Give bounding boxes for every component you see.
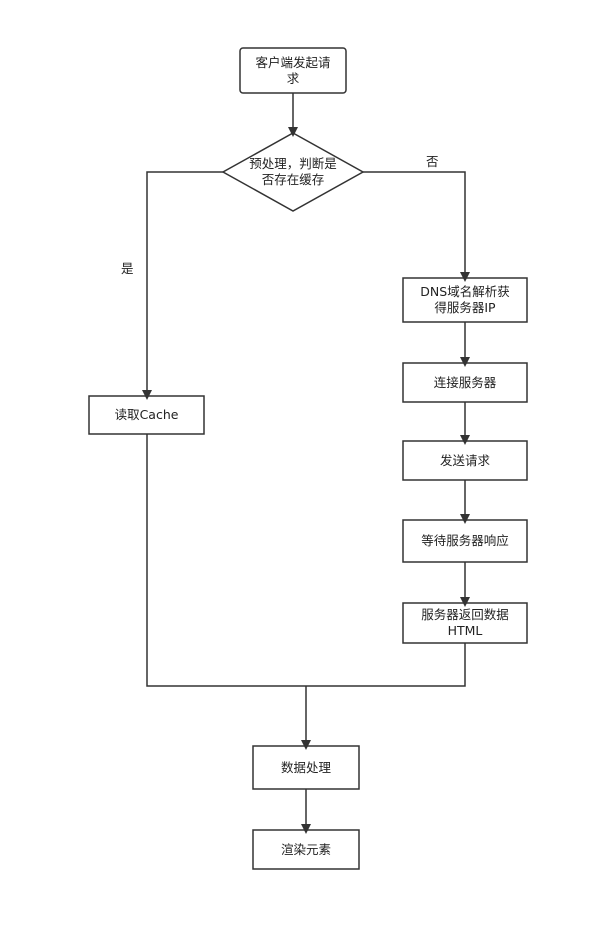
- connect-label: 连接服务器: [433, 374, 497, 390]
- start-label: 客户端发起请 求: [255, 54, 331, 86]
- return-html-node: [402, 602, 528, 644]
- wait-node: [402, 519, 528, 563]
- decision-label: 预处理，判断是 否存在缓存: [249, 156, 337, 187]
- process-label: 数据处理: [280, 759, 331, 775]
- dns-label: DNS域名解析获 得服务器IP: [420, 284, 510, 315]
- send-label: 发送请求: [439, 452, 490, 468]
- edge-decision-yes: [142, 171, 223, 400]
- no-edge-label: 否: [426, 154, 439, 169]
- edge-return-merge: [306, 643, 466, 687]
- edge-cache-merge: [146, 434, 306, 687]
- yes-edge-label: 是: [121, 261, 134, 276]
- return-html-label: 服务器返回数据 HTML: [421, 607, 509, 638]
- decision-node: [221, 132, 365, 212]
- render-node: [252, 829, 360, 870]
- render-label: 渲染元素: [280, 841, 331, 857]
- wait-label: 等待服务器响应: [421, 533, 509, 548]
- process-node: [252, 745, 360, 790]
- edge-decision-no: [363, 171, 470, 282]
- read-cache-label: 读取Cache: [114, 407, 179, 422]
